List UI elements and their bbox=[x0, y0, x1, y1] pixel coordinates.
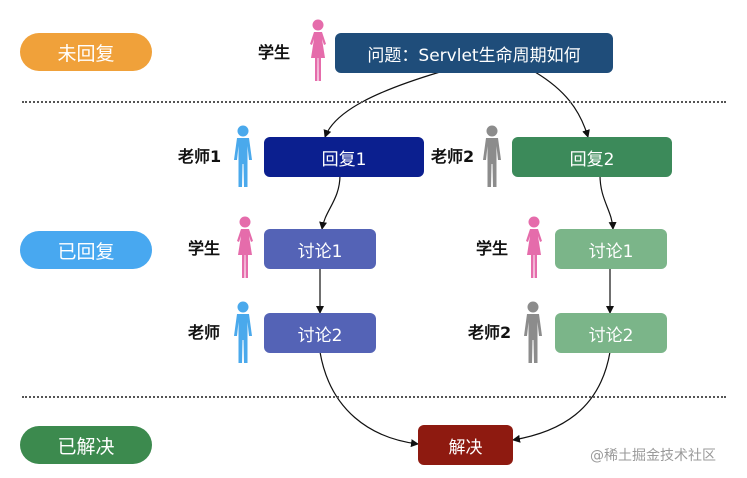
solved-node-label: 解决 bbox=[448, 437, 483, 458]
section-divider-top bbox=[22, 101, 726, 103]
question-node: 问题：Servlet生命周期如何 bbox=[335, 33, 613, 73]
left-discuss1-label: 讨论1 bbox=[297, 241, 343, 262]
arrow-reply2-to-discuss1 bbox=[599, 174, 617, 230]
teacher2-figure-icon bbox=[483, 125, 501, 187]
role-label-teacher1: 老师1 bbox=[178, 147, 222, 166]
teacher2-figure-icon bbox=[524, 301, 542, 363]
status-unreplied-pill: 未回复 bbox=[20, 33, 152, 71]
status-solved-label: 已解决 bbox=[57, 435, 115, 458]
reply1-node-label: 回复1 bbox=[321, 149, 367, 170]
status-unreplied-label: 未回复 bbox=[57, 42, 115, 65]
right-discuss1-node: 讨论1 bbox=[555, 229, 667, 269]
role-label-student-left: 学生 bbox=[188, 239, 221, 258]
role-label-teacher2-top: 老师2 bbox=[431, 147, 475, 166]
arrow-question-to-reply1 bbox=[323, 71, 441, 138]
arrow-discuss2-to-solved-right bbox=[512, 351, 611, 443]
section-divider-bottom bbox=[22, 396, 726, 398]
student-figure-icon bbox=[237, 216, 253, 278]
left-discuss2-node: 讨论2 bbox=[264, 313, 376, 353]
teacher1-figure-icon bbox=[234, 301, 252, 363]
reply1-node: 回复1 bbox=[264, 137, 424, 177]
arrow-question-to-reply2 bbox=[534, 71, 590, 138]
role-label-teacher-left: 老师 bbox=[188, 323, 221, 342]
status-solved-pill: 已解决 bbox=[20, 426, 152, 464]
arrow-reply1-to-discuss1 bbox=[319, 174, 341, 230]
student-figure-icon bbox=[310, 19, 326, 81]
role-label-teacher2-bottom: 老师2 bbox=[468, 323, 512, 342]
question-node-label: 问题：Servlet生命周期如何 bbox=[367, 45, 581, 66]
reply2-node-label: 回复2 bbox=[569, 149, 615, 170]
student-figure-icon bbox=[526, 216, 542, 278]
status-replied-pill: 已回复 bbox=[20, 231, 152, 269]
left-discuss1-node: 讨论1 bbox=[264, 229, 376, 269]
watermark: @稀土掘金技术社区 bbox=[590, 448, 716, 464]
left-discuss2-label: 讨论2 bbox=[297, 325, 343, 346]
arrow-discuss2-to-solved-left bbox=[319, 351, 419, 448]
right-discuss2-node: 讨论2 bbox=[555, 313, 667, 353]
right-discuss1-label: 讨论1 bbox=[588, 241, 634, 262]
right-discuss2-label: 讨论2 bbox=[588, 325, 634, 346]
teacher1-figure-icon bbox=[234, 125, 252, 187]
status-replied-label: 已回复 bbox=[57, 240, 115, 263]
role-label-student-top: 学生 bbox=[258, 43, 291, 62]
solved-node: 解决 bbox=[418, 425, 513, 465]
role-label-student-right: 学生 bbox=[476, 239, 509, 258]
reply2-node: 回复2 bbox=[512, 137, 672, 177]
